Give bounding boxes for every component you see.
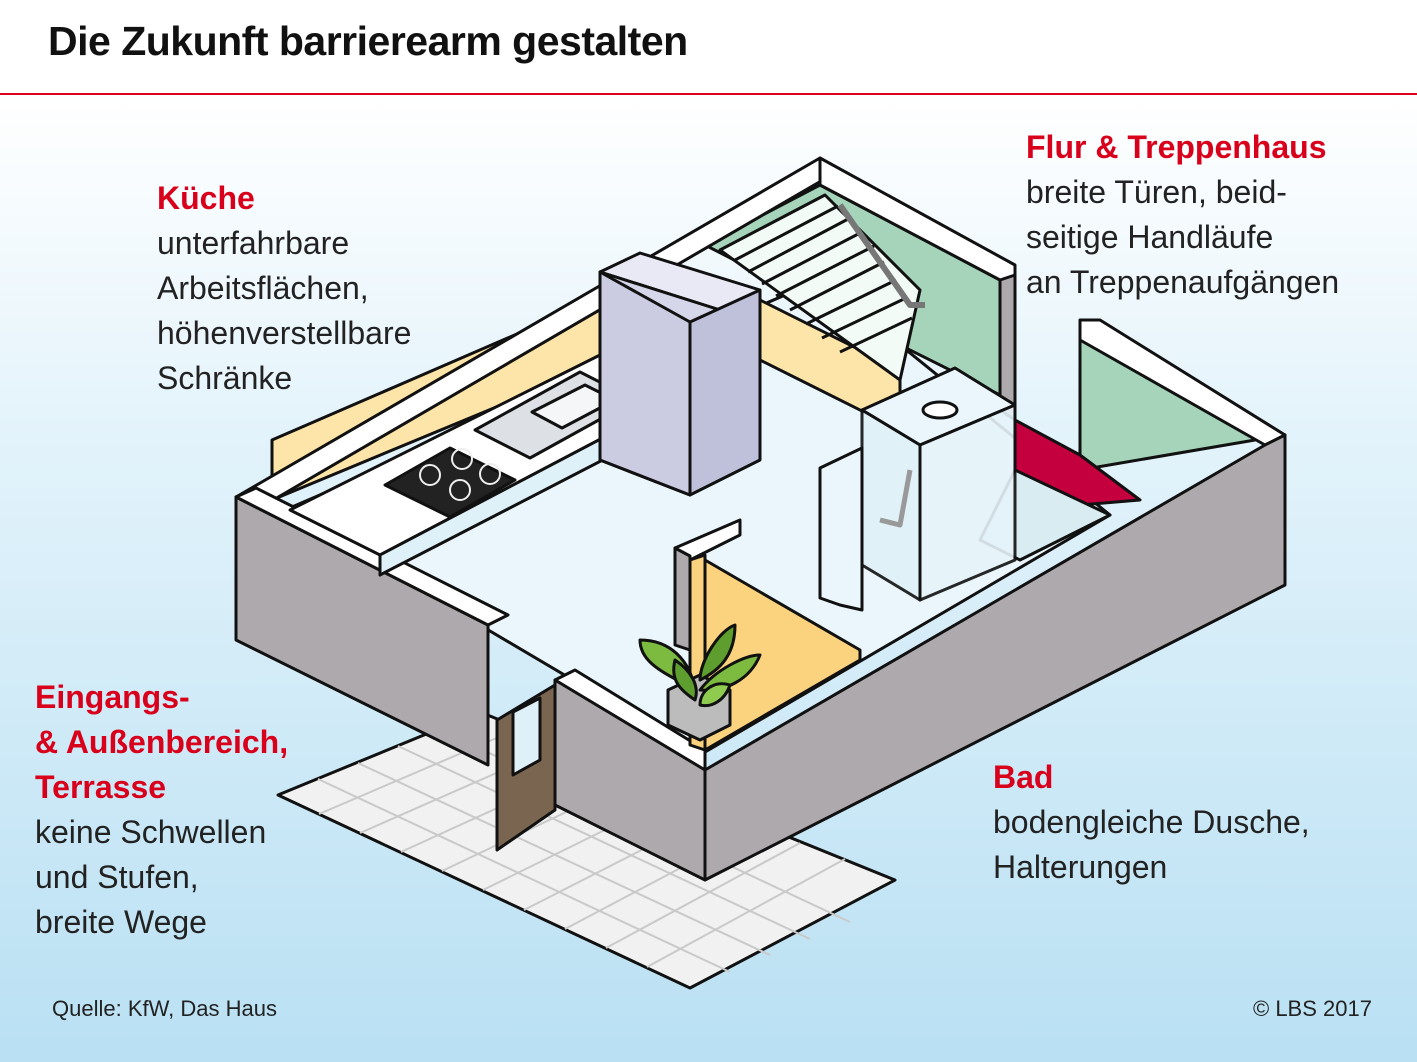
kitchen-line-3: höhenverstellbare bbox=[157, 315, 412, 351]
hallway-heading: Flur & Treppenhaus bbox=[1026, 129, 1327, 165]
kitchen-line-1: unterfahrbare bbox=[157, 225, 350, 261]
illustration-area bbox=[0, 95, 1417, 1062]
terrace-tiles bbox=[276, 710, 897, 990]
bathroom-heading: Bad bbox=[993, 759, 1054, 795]
grab-bar bbox=[879, 469, 913, 528]
bathroom-label: Bad bodengleiche Dusche, Halterungen bbox=[993, 755, 1310, 890]
staircase bbox=[718, 193, 922, 382]
cooktop bbox=[383, 446, 517, 519]
entrance-line-2: und Stufen, bbox=[35, 859, 199, 895]
page-title: Die Zukunft barrierearm gestalten bbox=[48, 18, 688, 64]
copyright-note: © LBS 2017 bbox=[1253, 996, 1372, 1021]
header: Die Zukunft barrierearm gestalten bbox=[0, 0, 1417, 95]
entrance-line-1: keine Schwellen bbox=[35, 814, 267, 850]
entrance-heading-1: Eingangs- bbox=[35, 679, 190, 715]
source-note: Quelle: KfW, Das Haus bbox=[52, 996, 277, 1021]
wall-right bbox=[703, 433, 1287, 882]
entrance-heading-3: Terrasse bbox=[35, 769, 167, 805]
entrance-heading-2: & Außenbereich, bbox=[35, 724, 289, 760]
plant bbox=[638, 623, 762, 742]
kitchen-line-4: Schränke bbox=[157, 360, 293, 396]
hallway-line-1: breite Türen, beid- bbox=[1026, 174, 1287, 210]
kitchen-line-2: Arbeitsflächen, bbox=[157, 270, 369, 306]
entrance-line-3: breite Wege bbox=[35, 904, 207, 940]
bathroom-line-1: bodengleiche Dusche, bbox=[993, 804, 1310, 840]
kitchen-heading: Küche bbox=[157, 180, 255, 216]
hallway-line-3: an Treppenaufgängen bbox=[1026, 264, 1340, 300]
hallway-label: Flur & Treppenhaus breite Türen, beid- s… bbox=[1026, 125, 1339, 305]
entrance-label: Eingangs- & Außenbereich, Terrasse keine… bbox=[35, 675, 288, 945]
handrail bbox=[837, 203, 925, 308]
kitchen-label: Küche unterfahrbare Arbeitsflächen, höhe… bbox=[157, 176, 411, 401]
house-illustration bbox=[234, 156, 1287, 990]
bathroom-line-2: Halterungen bbox=[993, 849, 1168, 885]
hallway-line-2: seitige Handläufe bbox=[1026, 219, 1274, 255]
